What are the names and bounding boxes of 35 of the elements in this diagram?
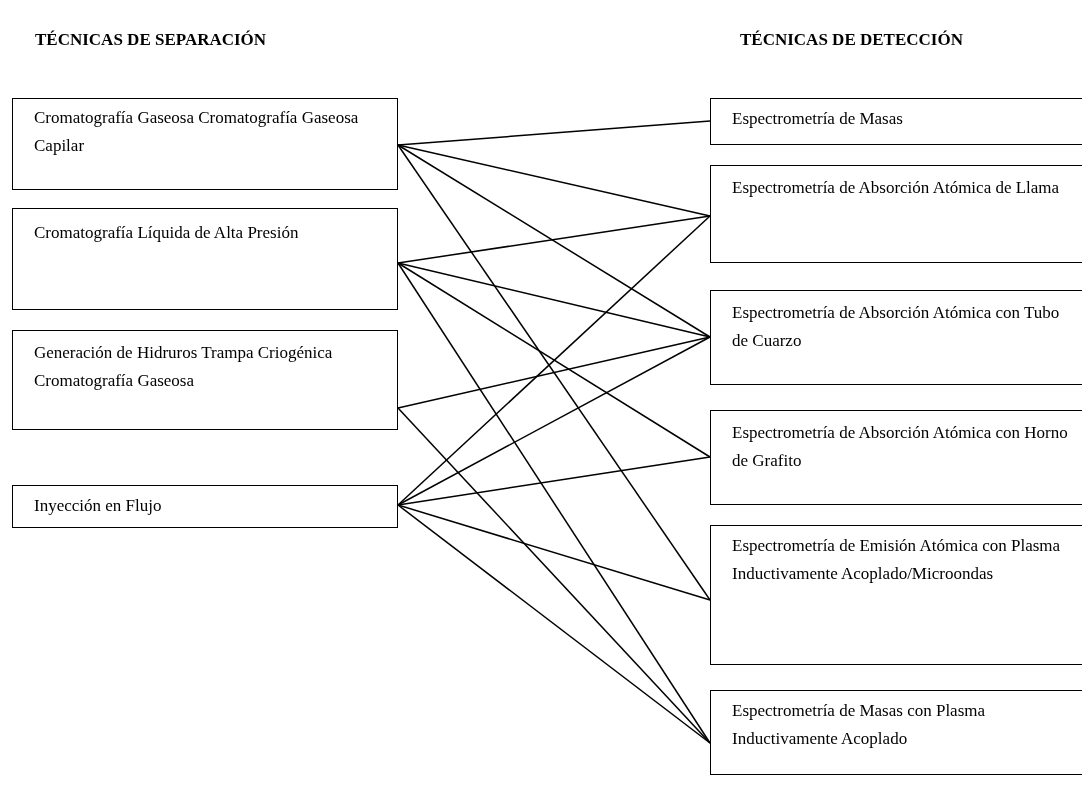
- technique-name: Espectrometría de Emisión Atómica con Plasma Inductivamente Acoplado/Microondas: [732, 535, 1062, 585]
- technique-box: [710, 290, 1082, 385]
- connector-line: [397, 215, 711, 506]
- technique-box: [710, 525, 1082, 665]
- connector-line: [397, 407, 711, 744]
- connector-line: [397, 262, 711, 458]
- column-heading: TÉCNICAS DE SEPARACIÓN: [35, 30, 267, 50]
- connector-line: [397, 144, 711, 217]
- technique-box: [12, 98, 398, 190]
- technique-name: Espectrometría de Masas con Plasma Inductivamente Acoplado: [732, 700, 987, 750]
- connector-line: [397, 456, 711, 506]
- technique-name: Cromatografía Gaseosa Cromatografía Gaseosa Capilar: [34, 107, 360, 157]
- technique-box: [710, 165, 1082, 263]
- connector-line: [397, 215, 711, 264]
- connector-line: [397, 336, 711, 506]
- technique-box: [710, 410, 1082, 505]
- technique-box: [12, 485, 398, 528]
- technique-box: [710, 98, 1082, 145]
- technique-name: Espectrometría de Absorción Atómica de Llama: [732, 177, 1061, 199]
- technique-box: [12, 330, 398, 430]
- technique-box: [710, 690, 1082, 775]
- technique-name: Espectrometría de Absorción Atómica con Horno de Grafito: [732, 422, 1069, 472]
- technique-name: Espectrometría de Masas: [732, 108, 904, 130]
- connector-line: [397, 144, 711, 601]
- connector-line: [397, 120, 711, 146]
- technique-name: Espectrometría de Absorción Atómica con Tubo de Cuarzo: [732, 302, 1061, 352]
- connector-line: [397, 504, 711, 744]
- connector-line: [397, 504, 711, 601]
- technique-box: [12, 208, 398, 310]
- technique-name: Inyección en Flujo: [34, 495, 163, 517]
- technique-name: Cromatografía Líquida de Alta Presión: [34, 222, 300, 244]
- connector-line: [397, 144, 711, 338]
- technique-name: Generación de Hidruros Trampa Criogénica Cromatografía Gaseosa: [34, 342, 334, 392]
- column-heading: TÉCNICAS DE DETECCIÓN: [740, 30, 963, 50]
- connector-line: [397, 262, 711, 338]
